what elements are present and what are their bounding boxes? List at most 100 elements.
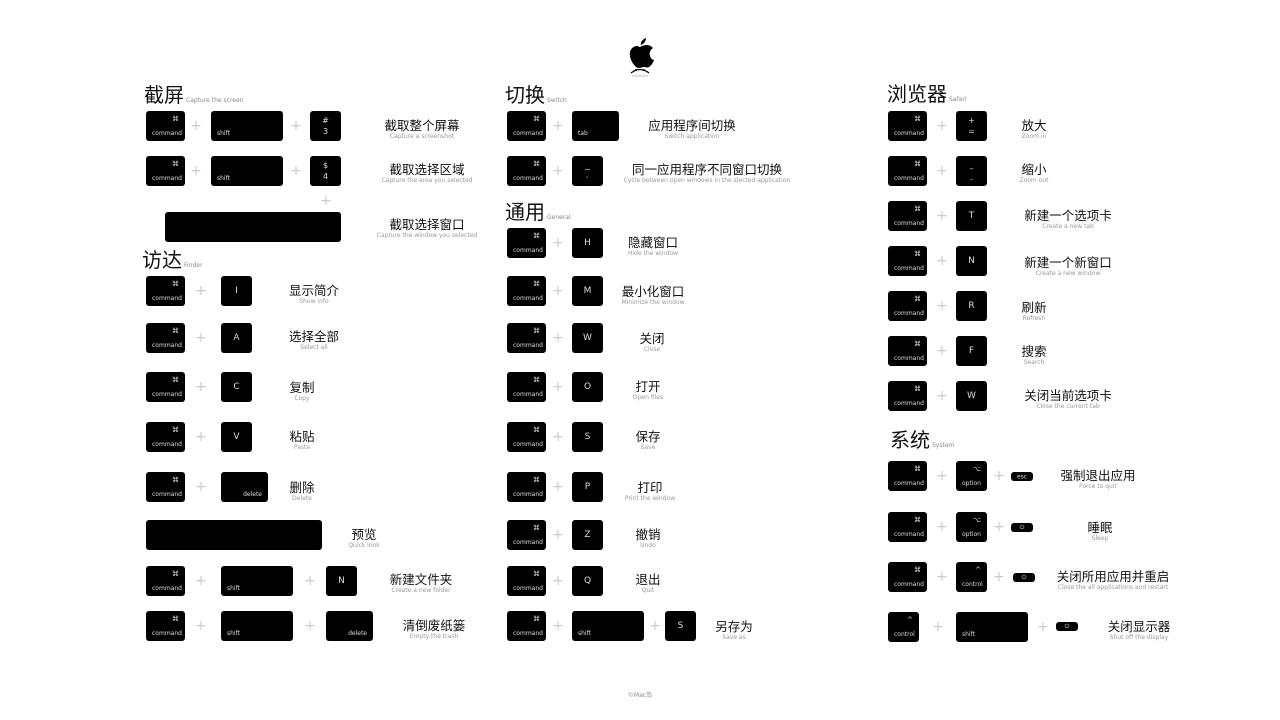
- command-icon: ⌘: [533, 280, 540, 288]
- key-p: P: [572, 472, 603, 502]
- command-icon: ⌘: [533, 476, 540, 484]
- key-command: ⌘command: [507, 228, 546, 258]
- command-icon: ⌘: [914, 340, 921, 348]
- plus-sign: +: [552, 283, 564, 299]
- key-power: ⏻: [1013, 573, 1035, 582]
- shortcut-description: 截取选择窗口 Capture the window you selected: [376, 217, 478, 239]
- key-a: A: [221, 323, 252, 353]
- plus-sign: +: [195, 330, 207, 346]
- key-tilde: ~`: [572, 156, 603, 186]
- key-shift: shift: [956, 612, 1028, 642]
- key-command: ⌘command: [507, 472, 546, 502]
- power-icon: ⏻: [1064, 622, 1070, 630]
- shortcut-description: 截取选择区域 Capture the area you selected: [381, 162, 473, 184]
- section-subtitle: System: [932, 442, 955, 449]
- key-control: ^control: [956, 562, 987, 592]
- plus-sign: +: [190, 118, 202, 134]
- plus-sign: +: [552, 330, 564, 346]
- key-command: ⌘command: [146, 276, 185, 306]
- key-f: F: [956, 336, 987, 366]
- key-control: ^control: [888, 612, 919, 642]
- command-icon: ⌘: [533, 232, 540, 240]
- key-command: ⌘command: [146, 472, 185, 502]
- option-icon: ⌥: [972, 516, 981, 524]
- key-command: ⌘command: [888, 461, 927, 491]
- key-c: C: [221, 372, 252, 402]
- plus-sign: +: [195, 573, 207, 589]
- apple-logo-icon: [622, 36, 658, 80]
- plus-sign: +: [190, 163, 202, 179]
- key-command: ⌘command: [507, 111, 546, 141]
- key-s: S: [665, 611, 696, 641]
- key-shift: shift: [221, 566, 293, 596]
- command-icon: ⌘: [172, 376, 179, 384]
- plus-sign: +: [936, 118, 948, 134]
- plus-sign: +: [993, 569, 1005, 585]
- footer-credit: ©Mac岛: [627, 692, 653, 699]
- plus-sign: +: [552, 573, 564, 589]
- key-command: ⌘command: [507, 372, 546, 402]
- plus-sign: +: [552, 479, 564, 495]
- plus-sign: +: [195, 429, 207, 445]
- command-icon: ⌘: [172, 115, 179, 123]
- plus-sign: +: [1037, 619, 1049, 635]
- command-icon: ⌘: [914, 385, 921, 393]
- command-icon: ⌘: [172, 280, 179, 288]
- plus-sign: +: [552, 379, 564, 395]
- key-command: ⌘ command: [146, 111, 185, 141]
- plus-sign: +: [936, 519, 948, 535]
- plus-sign: +: [304, 573, 316, 589]
- plus-sign: +: [195, 618, 207, 634]
- key-4: $4: [310, 156, 341, 186]
- plus-sign: +: [552, 235, 564, 251]
- key-command: ⌘command: [507, 611, 546, 641]
- plus-sign: +: [552, 118, 564, 134]
- plus-sign: +: [936, 298, 948, 314]
- plus-sign: +: [936, 163, 948, 179]
- key-command: ⌘command: [146, 611, 185, 641]
- command-icon: ⌘: [172, 160, 179, 168]
- plus-sign: +: [195, 479, 207, 495]
- plus-sign: +: [290, 163, 302, 179]
- command-icon: ⌘: [914, 115, 921, 123]
- plus-sign: +: [304, 618, 316, 634]
- command-icon: ⌘: [914, 205, 921, 213]
- key-command: ⌘command: [507, 566, 546, 596]
- key-shift: shift: [211, 156, 283, 186]
- command-icon: ⌘: [172, 327, 179, 335]
- key-o: O: [572, 372, 603, 402]
- plus-sign: +: [936, 468, 948, 484]
- key-command: ⌘command: [888, 381, 927, 411]
- key-command: ⌘command: [507, 323, 546, 353]
- key-3: #3: [310, 111, 341, 141]
- command-icon: ⌘: [914, 465, 921, 473]
- key-w: W: [956, 381, 987, 411]
- command-icon: ⌘: [533, 327, 540, 335]
- key-command: ⌘command: [888, 512, 927, 542]
- key-tab: tab: [572, 111, 619, 141]
- command-icon: ⌘: [533, 115, 540, 123]
- section-subtitle: Switch: [547, 97, 567, 104]
- key-m: M: [572, 276, 603, 306]
- power-icon: ⏻: [1019, 523, 1025, 531]
- key-delete: delete: [221, 472, 268, 502]
- command-icon: ⌘: [533, 376, 540, 384]
- key-power: ⏻: [1056, 622, 1078, 631]
